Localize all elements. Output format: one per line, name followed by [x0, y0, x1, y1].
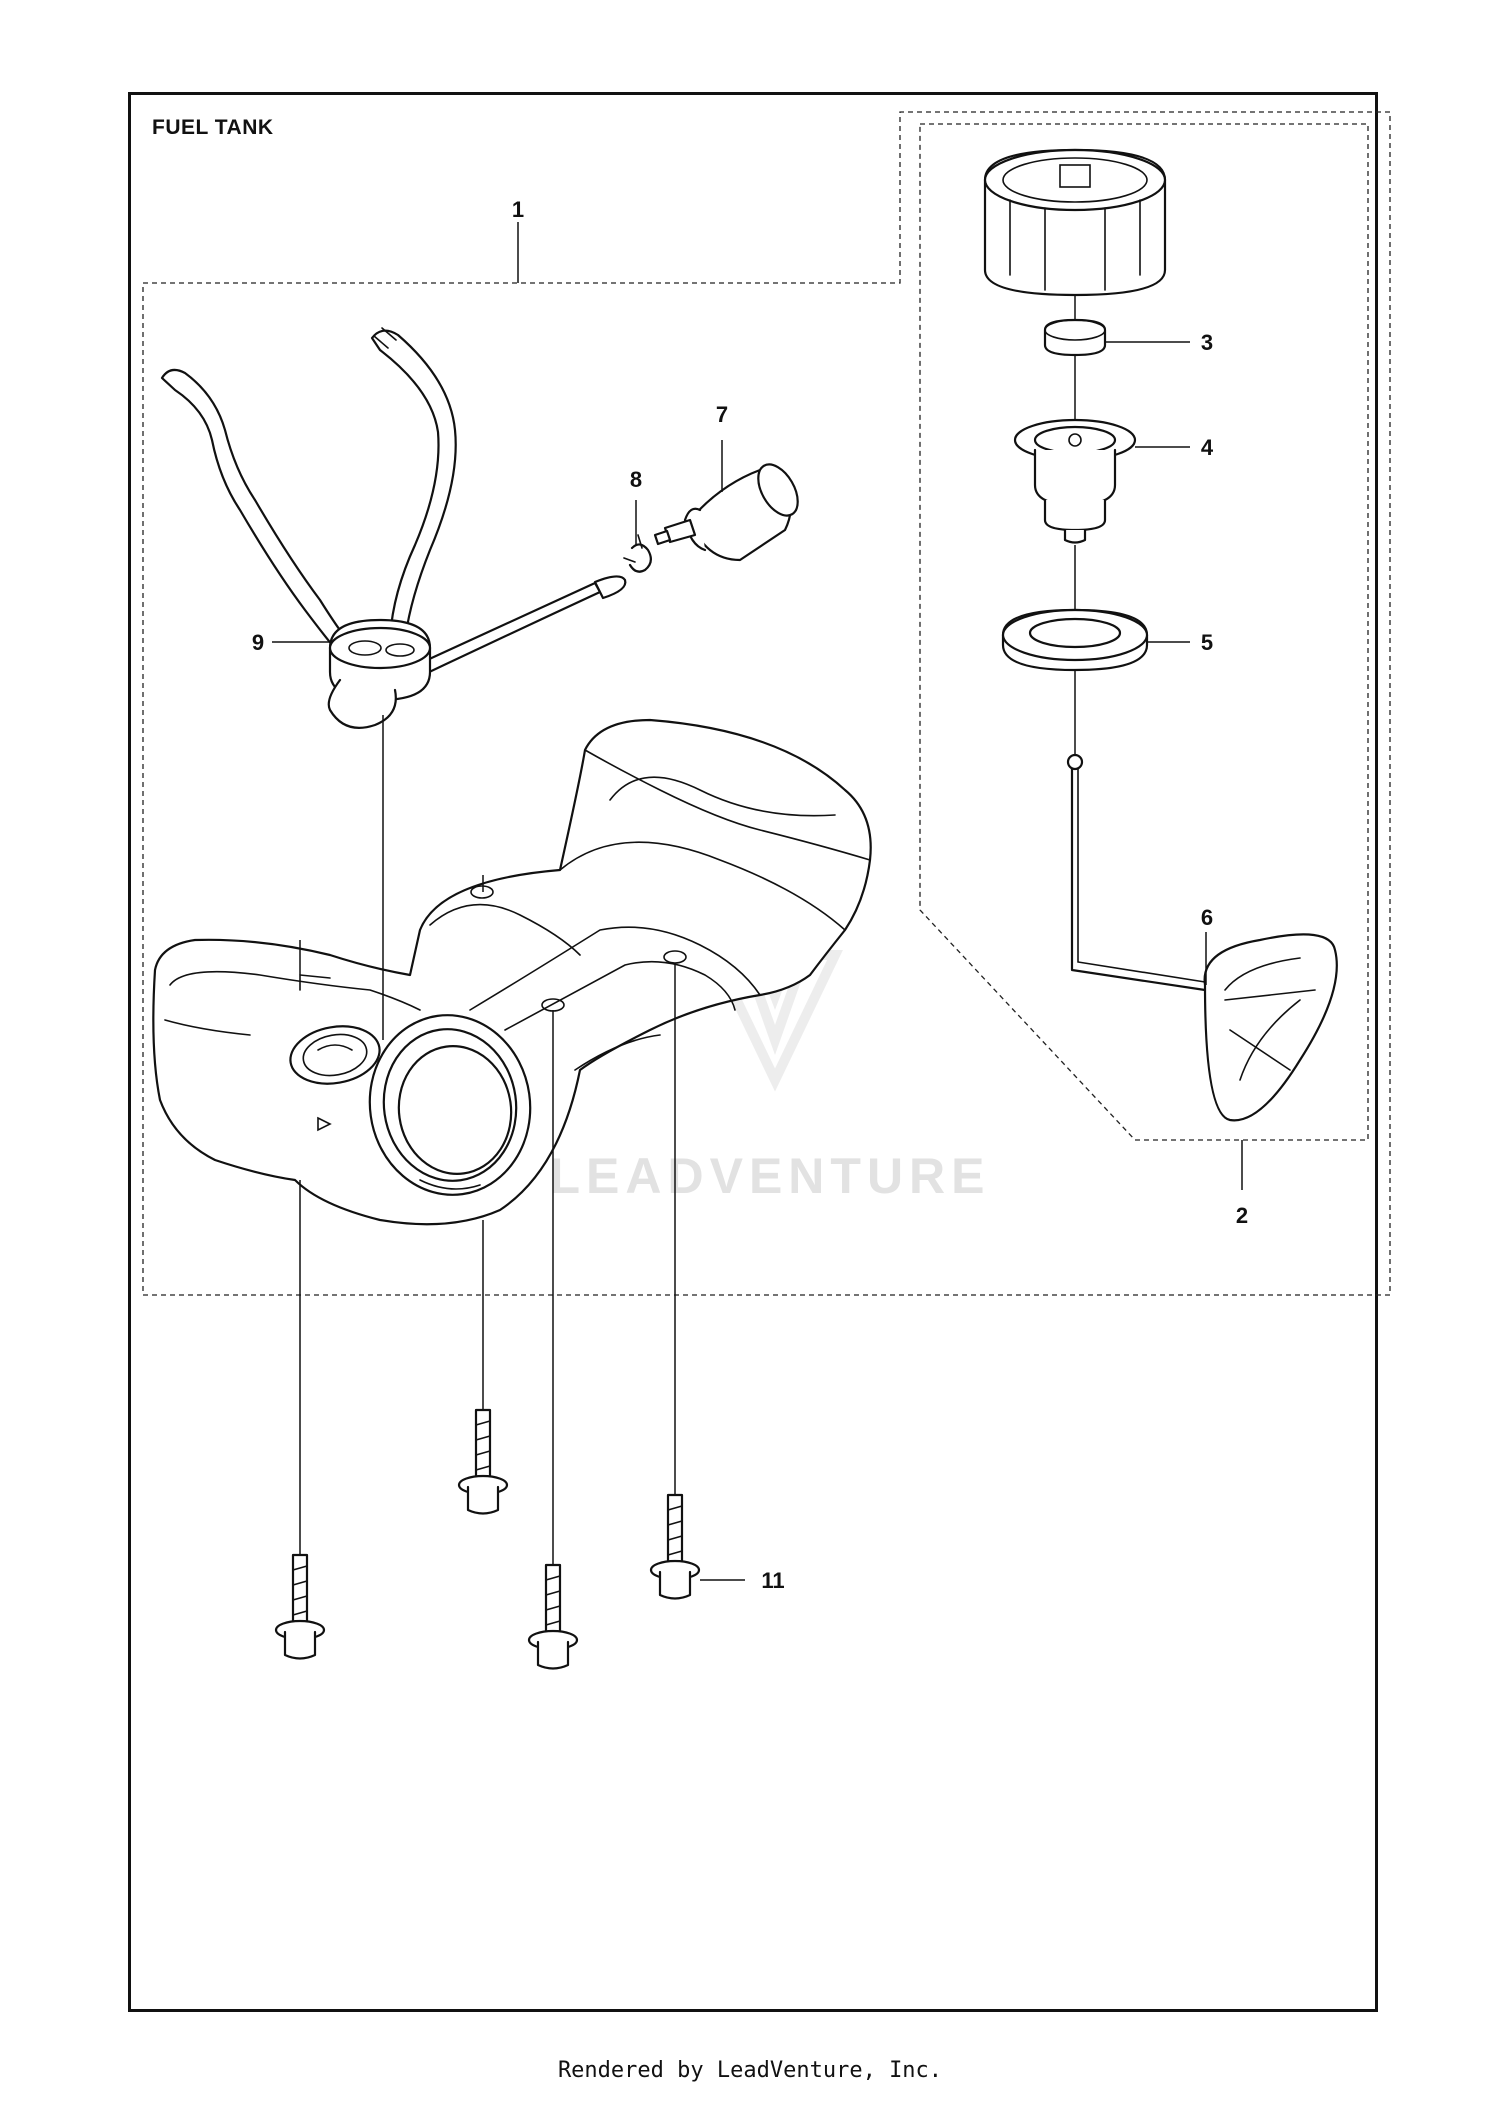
fuel-tank-body: [152, 718, 872, 1226]
cap-insert-part-4: [1013, 418, 1137, 544]
callout-1: 1: [512, 197, 524, 222]
diagram-frame: [128, 92, 1378, 2012]
group-1-boundary: [142, 111, 1391, 1296]
group-2-boundary: [919, 123, 1369, 1141]
fuel-hose-vent: [370, 327, 457, 642]
screw-part-11-a: [274, 1553, 326, 1660]
callout-7: 7: [716, 402, 728, 427]
callout-3: 3: [1201, 330, 1213, 355]
screw-part-11-d: [649, 1493, 701, 1600]
screw-part-11-c: [527, 1563, 579, 1670]
fuel-filter-part-7: [653, 463, 799, 562]
screw-part-11-b: [457, 1408, 509, 1515]
footer-credit: Rendered by LeadVenture, Inc.: [557, 2058, 943, 2083]
callout-11: 11: [761, 1568, 784, 1593]
fuel-cap: [983, 148, 1167, 297]
callout-4: 4: [1201, 435, 1214, 460]
grommet-part-9: [327, 618, 432, 729]
clamp-part-8: [623, 534, 652, 573]
callout-9: 9: [252, 630, 264, 655]
watermark-text: LEADVENTURE: [549, 1148, 990, 1204]
callout-2: 2: [1236, 1203, 1248, 1228]
callout-8: 8: [630, 467, 642, 492]
cap-seal-part-3: [1043, 318, 1107, 357]
fuel-hose-return: [160, 368, 362, 670]
gasket-ring-part-5: [1001, 608, 1149, 672]
callout-6: 6: [1201, 905, 1213, 930]
diagram-title: FUEL TANK: [152, 116, 274, 139]
retainer-strap-part-6: [1066, 753, 1338, 1122]
callout-5: 5: [1201, 630, 1213, 655]
